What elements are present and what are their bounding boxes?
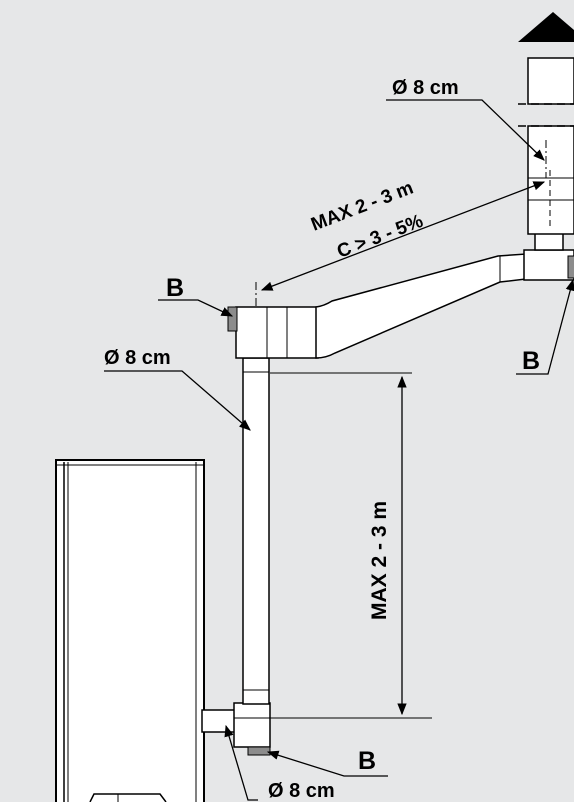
up-arrow-icon	[518, 12, 574, 42]
gasket-label-bottom: B	[358, 747, 376, 775]
centre-lines	[255, 140, 547, 308]
sloped-pipe	[315, 253, 527, 359]
bottom-elbow	[233, 702, 271, 756]
vertical-pipe	[242, 357, 270, 705]
chimney-connection-pipe	[527, 125, 574, 235]
gasket-label-right: B	[522, 347, 540, 375]
right-gasket	[567, 255, 574, 279]
top-left-elbow	[227, 306, 319, 359]
vertical-dimension	[270, 372, 432, 719]
diameter-label-left: Ø 8 cm	[104, 347, 171, 369]
diameter-label-top: Ø 8 cm	[392, 77, 459, 99]
top-right-tee	[523, 231, 574, 281]
bottom-gasket	[247, 746, 271, 756]
chimney-cap	[518, 12, 574, 127]
leader-lines	[104, 99, 574, 801]
gasket-label-left: B	[166, 274, 184, 302]
boiler-unit	[55, 459, 205, 802]
slope-dimension	[260, 181, 546, 291]
vertical-length-label: MAX 2 - 3 m	[368, 501, 391, 620]
left-gasket	[227, 306, 238, 332]
diameter-label-bottom: Ø 8 cm	[268, 780, 335, 802]
